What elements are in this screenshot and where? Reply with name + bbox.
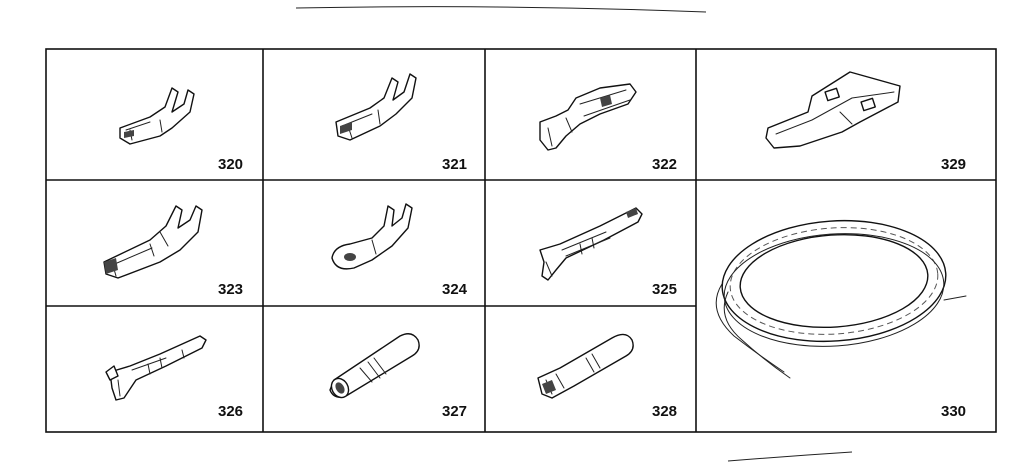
parts-grid — [45, 48, 997, 433]
terminal-321-drawing — [335, 73, 417, 141]
part-number-328: 328 — [652, 403, 677, 420]
terminal-320-drawing — [119, 87, 195, 145]
part-number-327: 327 — [442, 403, 467, 420]
part-number-324: 324 — [442, 281, 468, 298]
terminal-323-drawing — [103, 205, 203, 279]
terminal-322-drawing — [539, 83, 637, 151]
part-number-325: 325 — [652, 281, 677, 298]
part-number-322: 322 — [652, 156, 677, 173]
part-number-320: 320 — [218, 156, 243, 173]
terminal-325-drawing — [539, 207, 643, 281]
part-number-329: 329 — [941, 156, 966, 173]
terminal-326-drawing — [105, 335, 207, 401]
part-number-323: 323 — [218, 281, 243, 298]
terminal-324-drawing — [331, 203, 413, 270]
part-number-326: 326 — [218, 403, 243, 420]
wire-coil-330-drawing — [715, 219, 967, 379]
scan-mark-bottom — [727, 451, 853, 462]
part-number-321: 321 — [442, 156, 467, 173]
terminal-327-drawing — [329, 333, 420, 399]
scan-mark-top — [295, 6, 707, 13]
part-number-330: 330 — [941, 403, 966, 420]
terminal-329-drawing — [765, 71, 901, 149]
terminal-328-drawing — [537, 333, 634, 399]
